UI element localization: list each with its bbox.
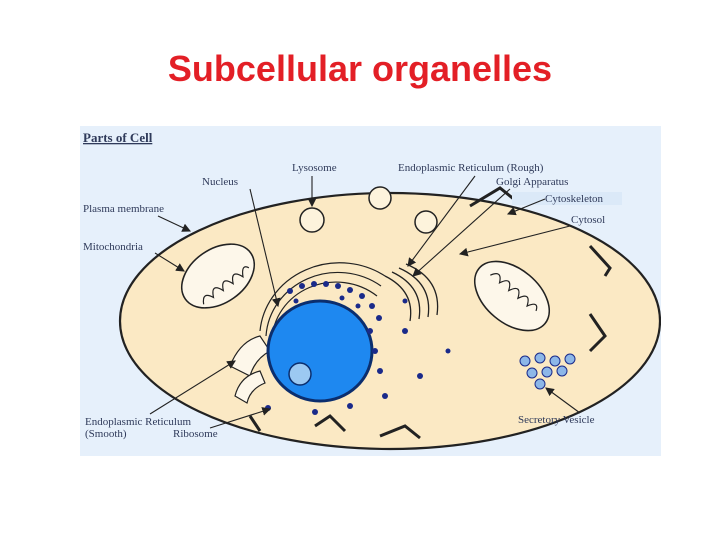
lysosome-shape: [299, 186, 438, 234]
plasma-membrane-shape: [118, 191, 661, 451]
mitochondrion-right-shape: [473, 260, 551, 332]
diagram-heading: Parts of Cell: [83, 130, 153, 145]
pointer-arrows: [149, 175, 581, 429]
nucleus-shape: [266, 299, 374, 403]
golgi-shape: [384, 263, 439, 322]
label-mitochondria: Mitochondria: [83, 241, 143, 253]
label-cytoskeleton: Cytoskeleton: [545, 193, 604, 205]
label-nucleus: Nucleus: [202, 176, 238, 188]
label-er-rough: Endoplasmic Reticulum (Rough): [398, 162, 544, 174]
label-secretory-vesicle: Secretory Vesicle: [518, 414, 595, 426]
mitochondrion-left-shape: [180, 243, 256, 309]
slide-title: Subcellular organelles: [167, 48, 553, 89]
cell-diagram: Parts of Cell Lysosome Endoplasmic Retic…: [80, 126, 661, 456]
label-er-smooth-line1: Endoplasmic Reticulum: [85, 416, 191, 428]
label-cytosol: Cytosol: [571, 214, 605, 226]
cell-diagram-svg: Parts of Cell Lysosome Endoplasmic Retic…: [80, 126, 661, 456]
label-golgi: Golgi Apparatus: [496, 176, 568, 188]
label-er-smooth-line2: (Smooth): [85, 428, 127, 440]
secretory-vesicle-shapes: [519, 352, 576, 390]
label-lysosome: Lysosome: [292, 162, 337, 174]
nucleolus-shape: [288, 362, 312, 386]
label-plasma-membrane: Plasma membrane: [83, 203, 164, 215]
label-ribosome: Ribosome: [173, 428, 218, 440]
